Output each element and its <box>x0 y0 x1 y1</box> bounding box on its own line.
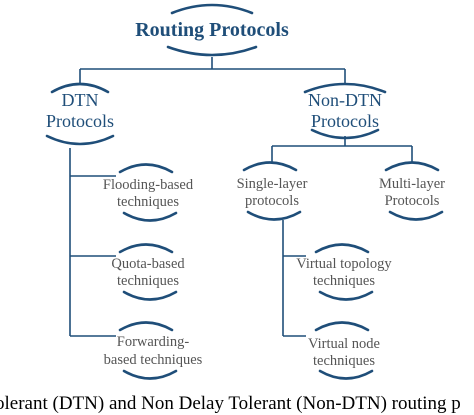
virtual-topology-brace-bottom <box>318 290 374 301</box>
virtual-topology-brace-top <box>314 243 370 254</box>
single-layer-node: Single-layer protocols <box>237 176 308 209</box>
dtn-node-line1: DTN <box>62 90 99 110</box>
single-layer-brace-bottom <box>246 210 302 221</box>
figure-caption: olerant (DTN) and Non Delay Tolerant (No… <box>0 393 461 414</box>
dtn-brace-top <box>50 82 110 94</box>
forwarding-node-line1: Forwarding- <box>117 334 190 350</box>
quota-node-line2: techniques <box>117 273 179 289</box>
non-dtn-node-line2: Protocols <box>311 111 379 131</box>
virtual-node-node-line2: techniques <box>313 353 375 369</box>
flooding-node-line1: Flooding-based <box>103 177 194 193</box>
virtual-node-brace-bottom <box>318 369 374 380</box>
single-layer-brace-top <box>242 161 298 172</box>
quota-node: Quota-based techniques <box>111 256 185 289</box>
root-brace-top <box>170 3 254 15</box>
non-dtn-node-line1: Non-DTN <box>308 90 382 110</box>
virtual-topology-node-line1: Virtual topology <box>296 256 392 272</box>
root-node-label: Routing Protocols <box>135 19 289 41</box>
multi-layer-brace-top <box>384 161 440 172</box>
quota-brace-top <box>118 243 174 254</box>
quota-brace-bottom <box>122 290 178 301</box>
multi-layer-brace-bottom <box>388 210 444 221</box>
forwarding-brace-bottom <box>122 369 178 380</box>
dtn-brace-bottom <box>45 134 115 146</box>
flooding-node: Flooding-based techniques <box>103 177 194 210</box>
single-layer-node-line1: Single-layer <box>237 176 308 192</box>
non-dtn-brace-top <box>303 82 387 94</box>
flooding-node-line2: techniques <box>117 194 179 210</box>
node-braces <box>45 3 444 380</box>
quota-node-line1: Quota-based <box>111 256 185 272</box>
dtn-node-line2: Protocols <box>46 111 114 131</box>
virtual-node-node-line1: Virtual node <box>308 336 380 352</box>
virtual-topology-node-line2: techniques <box>313 273 375 289</box>
virtual-node-brace-top <box>314 321 370 332</box>
flooding-brace-top <box>118 163 174 174</box>
virtual-node-node: Virtual node techniques <box>308 336 380 369</box>
multi-layer-node-line2: Protocols <box>385 193 440 209</box>
multi-layer-node: Multi-layer Protocols <box>379 176 445 209</box>
virtual-topology-node: Virtual topology techniques <box>296 256 392 289</box>
dtn-node: DTN Protocols <box>46 90 114 131</box>
non-dtn-brace-bottom <box>310 128 380 140</box>
connector-lines <box>69 57 413 337</box>
forwarding-brace-top <box>118 321 174 332</box>
root-brace-bottom <box>166 45 258 57</box>
non-dtn-node: Non-DTN Protocols <box>308 90 382 131</box>
forwarding-node: Forwarding- based techniques <box>104 334 203 368</box>
flooding-brace-bottom <box>122 211 178 222</box>
multi-layer-node-line1: Multi-layer <box>379 176 445 192</box>
forwarding-node-line2: based techniques <box>104 352 203 368</box>
single-layer-node-line2: protocols <box>245 193 299 209</box>
